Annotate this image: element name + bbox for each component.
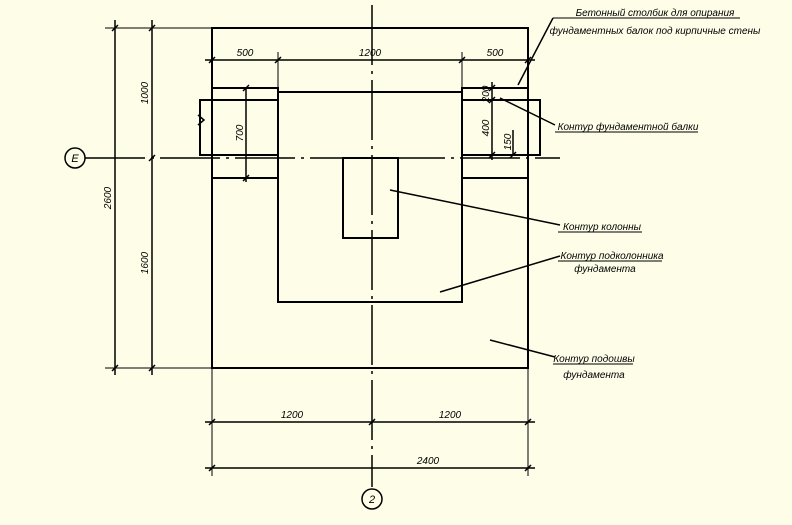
sole-contour [211, 27, 529, 369]
label-post-2: фундаментных балок под кирпичные стены [550, 25, 761, 37]
label-post-1: Бетонный столбик для опирания [576, 7, 735, 19]
beam-contour-right [461, 99, 541, 156]
pedestal-contour [277, 91, 463, 303]
dim-left [105, 20, 212, 375]
dim-top [205, 52, 535, 92]
dim-left-lower: 1600 [140, 251, 151, 274]
label-sole-2: фундамента [563, 369, 625, 381]
dim-r-200: 200 [481, 85, 492, 103]
dim-bot-left: 1200 [281, 410, 304, 421]
axis-e-marker [64, 147, 86, 169]
axis-e-label: Е [71, 153, 79, 165]
dim-top-left: 500 [237, 48, 254, 59]
concrete-post-right [461, 87, 529, 179]
label-pedestal-1: Контур подколонника [560, 251, 664, 262]
dim-beam-left [197, 84, 250, 182]
dim-r-150: 150 [503, 133, 514, 150]
leaders [389, 17, 740, 365]
dim-r-400: 400 [481, 119, 492, 136]
label-column: Контур колонны [563, 222, 642, 233]
dim-right-small [484, 82, 517, 160]
dim-beam-h-left: 700 [235, 124, 246, 141]
dim-left-upper: 1000 [140, 81, 151, 104]
dim-bot-total: 2400 [416, 456, 440, 467]
dim-bot-right: 1200 [439, 410, 462, 421]
axis-2-label: 2 [368, 494, 375, 506]
beam-contour-left [199, 99, 279, 156]
label-beam: Контур фундаментной балки [558, 121, 699, 133]
dim-top-right: 500 [487, 48, 504, 59]
dim-bottom [205, 368, 535, 476]
label-pedestal-2: фундамента [574, 263, 636, 275]
dim-top-mid: 1200 [359, 48, 382, 59]
column-contour [342, 157, 399, 239]
label-sole-1: Контур подошвы [553, 354, 635, 365]
dim-left-total: 2600 [103, 186, 114, 210]
axis-2-marker [361, 488, 383, 510]
